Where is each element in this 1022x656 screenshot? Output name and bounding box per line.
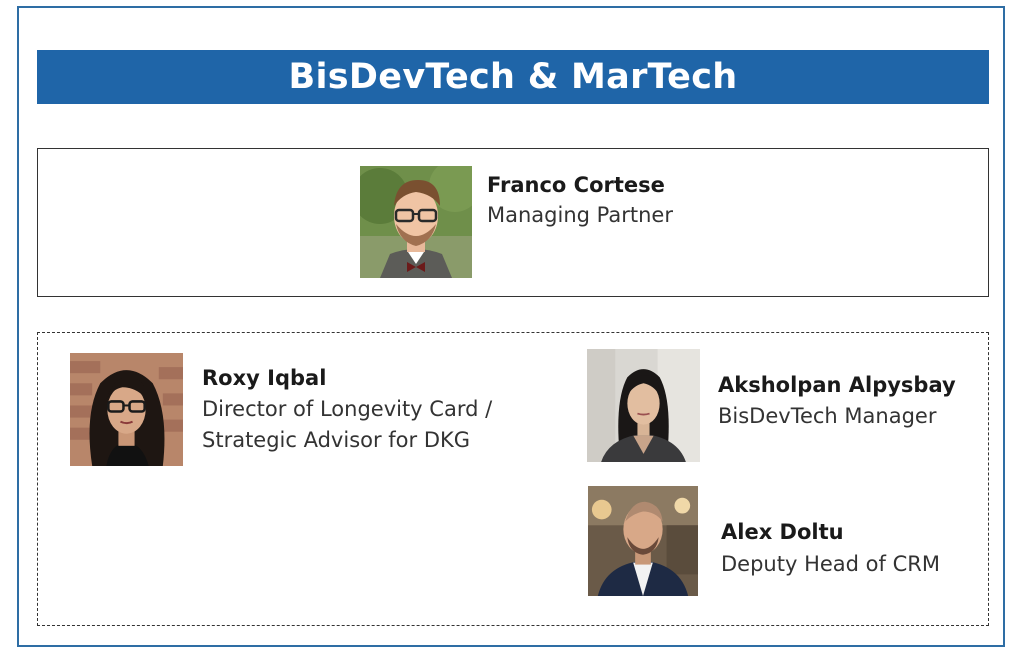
team-member-role: Strategic Advisor for DKG (202, 428, 471, 452)
team-member-role: Deputy Head of CRM (721, 552, 940, 576)
team-member-photo (587, 349, 700, 462)
team-member-photo (587, 486, 699, 596)
team-member-role: Director of Longevity Card / (202, 397, 493, 421)
lead-name: Franco Cortese (487, 173, 665, 197)
page-title: BisDevTech & MarTech (288, 57, 738, 97)
header-banner: BisDevTech & MarTech (37, 50, 989, 104)
team-member-photo (70, 353, 183, 466)
outer-frame (17, 6, 1005, 647)
team-member-name: Alex Doltu (721, 520, 844, 544)
lead-box (37, 148, 989, 297)
lead-photo (360, 166, 472, 278)
team-member-name: Roxy Iqbal (202, 366, 327, 390)
team-box (37, 332, 989, 626)
team-member-name: Aksholpan Alpysbay (718, 373, 956, 397)
team-member-role: BisDevTech Manager (718, 404, 937, 428)
lead-role: Managing Partner (487, 203, 673, 227)
